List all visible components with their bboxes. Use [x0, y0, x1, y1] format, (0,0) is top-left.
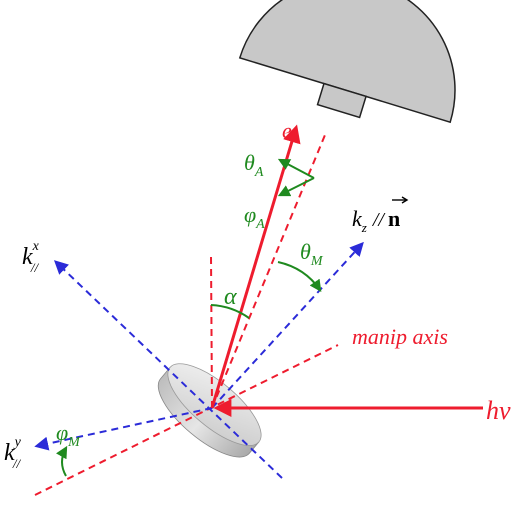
theta-m-arc [277, 261, 322, 292]
kx-label: kx// [22, 239, 40, 275]
theta-a-arc [277, 158, 315, 179]
manip-axis-label: manip axis [352, 324, 448, 349]
ky-axis [34, 407, 213, 451]
phi-a-label: φA [244, 202, 265, 232]
phi-m-arc [56, 445, 68, 477]
theta-a-label: θA [244, 150, 264, 180]
phi-a-arc [277, 177, 315, 197]
analyzer-axis-line [211, 134, 326, 409]
electron-arrow [210, 124, 301, 409]
kz-axis [211, 241, 364, 409]
manip-axis-line [34, 344, 339, 496]
kx-axis [53, 260, 283, 479]
alpha-arc [210, 304, 250, 319]
n-vector-arrow-icon [392, 196, 409, 204]
theta-m-label: θM [300, 239, 324, 269]
phi-m-label: φM [56, 420, 81, 450]
hv-label: hv [486, 396, 511, 425]
kz-label: kz//n [352, 206, 400, 235]
analyzer-hemisphere [238, 0, 456, 124]
ky-label: ky// [4, 435, 22, 471]
alpha-label: α [224, 284, 237, 310]
vertical-reference-line [210, 254, 213, 409]
electron-label: e [282, 118, 292, 143]
